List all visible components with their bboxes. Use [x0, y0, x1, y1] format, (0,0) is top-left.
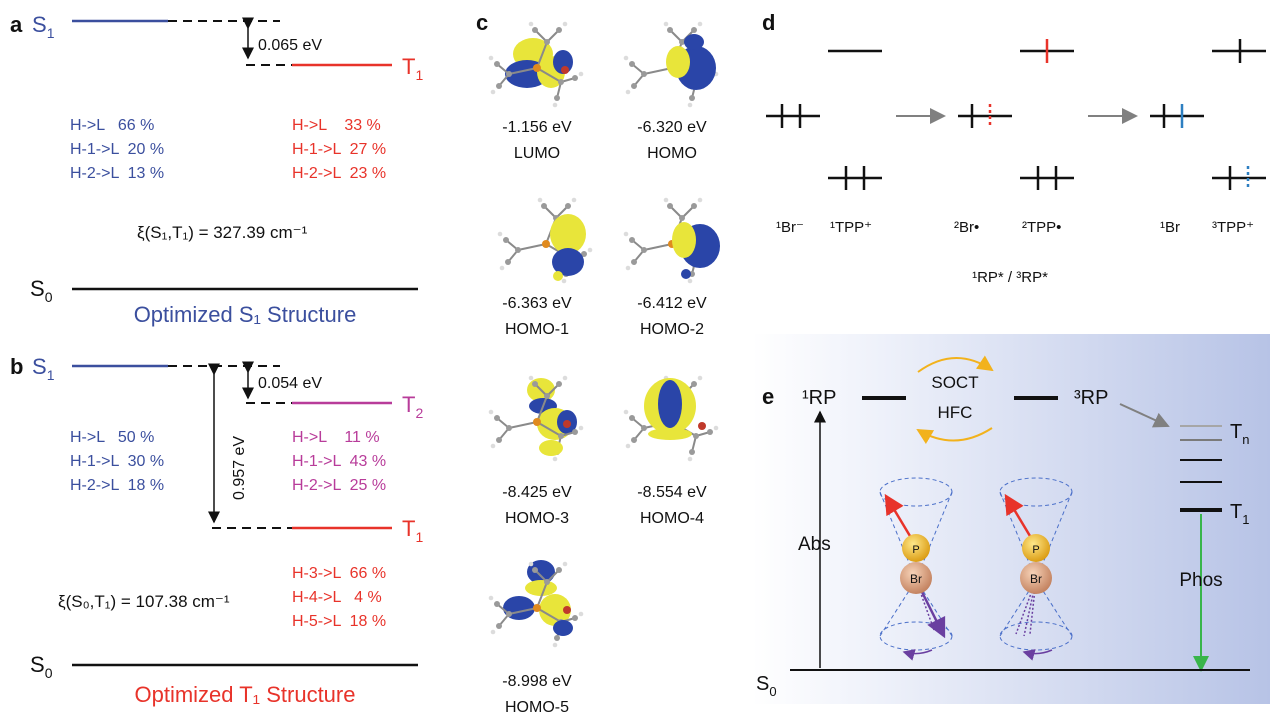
orbital-energy: -6.412 eV	[637, 295, 707, 312]
atom-br-label: Br	[910, 572, 922, 586]
panel-a-s0-label: S0	[30, 276, 53, 305]
orbital-energy: -1.156 eV	[502, 119, 572, 136]
soct-label: SOCT	[931, 373, 978, 392]
panel-b-s0-label: S0	[30, 652, 53, 681]
rp-label: ¹RP* / ³RP*	[972, 269, 1048, 286]
transition-row: H-2->L 23 %	[292, 165, 386, 182]
s0-label: S0	[756, 673, 777, 699]
transition-row: H->L 11 %	[292, 429, 380, 446]
orbital-homo-2-image	[622, 196, 720, 285]
transition-row: H-2->L 25 %	[292, 477, 386, 494]
transition-row: H-1->L 43 %	[292, 453, 386, 470]
orbital-energy: -6.363 eV	[502, 295, 572, 312]
panel-b-s1-transitions: H->L 50 % H-1->L 30 % H-2->L 18 %	[70, 429, 164, 494]
soct-arrow	[917, 355, 994, 373]
atom-p-label: P	[912, 544, 919, 556]
transition-row: H->L 33 %	[292, 117, 381, 134]
rp1-label: ¹RP	[802, 387, 836, 409]
panel-a-t1-label: T1	[402, 54, 423, 83]
transition-row: H-1->L 30 %	[70, 453, 164, 470]
hfc-arrow	[916, 427, 993, 445]
orbital-levels	[766, 39, 1266, 190]
panel-a-gap: 0.065 eV	[258, 37, 322, 54]
species-label: ²Br•	[954, 219, 979, 236]
panel-a-s1-label: S1	[32, 12, 55, 41]
panel-e-label: e	[762, 384, 774, 409]
orbital-name: HOMO-4	[640, 510, 704, 527]
transition-row: H-1->L 20 %	[70, 141, 164, 158]
phos-label: Phos	[1179, 570, 1222, 591]
spin-cone-left: P Br	[879, 477, 953, 661]
orbital-homo-3-image	[487, 374, 585, 463]
panel-b-soc: ξ(S₀,T₁) = 107.38 cm⁻¹	[58, 592, 230, 611]
tn-label: Tn	[1230, 421, 1249, 447]
transition-row: H->L 66 %	[70, 117, 154, 134]
panel-b-gap-large: 0.957 eV	[231, 436, 248, 500]
panel-a-title: Optimized S₁ Structure	[134, 302, 357, 327]
isc-arrow	[1119, 403, 1170, 428]
panel-c: c	[476, 10, 720, 716]
orbital-name: HOMO-3	[505, 510, 569, 527]
orbital-lumo-image	[487, 20, 585, 109]
species-label: ²TPP•	[1022, 219, 1061, 236]
panel-b-title: Optimized T₁ Structure	[135, 682, 356, 707]
orbital-labels: -1.156 eV LUMO -6.320 eV HOMO -6.363 eV …	[502, 119, 707, 716]
orbital-name: HOMO	[647, 145, 697, 162]
transition-row: H-2->L 18 %	[70, 477, 164, 494]
panel-b-label: b	[10, 354, 23, 379]
abs-label: Abs	[798, 534, 831, 555]
spin-cone-right: P Br	[999, 477, 1073, 661]
orbital-homo-5-image	[487, 560, 585, 649]
species-label: ¹Br	[1160, 219, 1180, 236]
transition-row: H-3->L 66 %	[292, 565, 386, 582]
orbital-energy: -6.320 eV	[637, 119, 707, 136]
panel-b-t2-transitions: H->L 11 % H-1->L 43 % H-2->L 25 %	[292, 429, 386, 494]
panel-d: d ¹Br⁻ ¹TPP⁺ ²Br• ²TPP• ¹Br ³TPP⁺	[762, 10, 1266, 286]
species-label: ¹TPP⁺	[830, 219, 872, 236]
transition-row: H-4->L 4 %	[292, 589, 382, 606]
hfc-label: HFC	[938, 403, 973, 422]
transition-row: H-5->L 18 %	[292, 613, 386, 630]
panel-b-t2-label: T2	[402, 392, 423, 421]
panel-e: e Abs ¹RP ³RP SOCT HFC Tn T1 Phos S0	[752, 334, 1270, 704]
panel-d-label: d	[762, 10, 775, 35]
panel-c-label: c	[476, 10, 488, 35]
orbital-name: HOMO-5	[505, 699, 569, 716]
transition-row: H-2->L 13 %	[70, 165, 164, 182]
orbital-homo-4-image	[622, 374, 720, 463]
orbital-energy: -8.554 eV	[637, 484, 707, 501]
triplet-manifold	[1180, 425, 1222, 512]
panel-b-gap-small: 0.054 eV	[258, 375, 322, 392]
panel-b-s1-label: S1	[32, 354, 55, 383]
panel-a-soc: ξ(S₁,T₁) = 327.39 cm⁻¹	[137, 223, 308, 242]
atom-p-label: P	[1032, 544, 1039, 556]
species-labels: ¹Br⁻ ¹TPP⁺ ²Br• ²TPP• ¹Br ³TPP⁺	[776, 219, 1254, 236]
panel-b: b S1 0.054 eV T2 0.957 eV T1 H->L 50 % H…	[10, 354, 423, 707]
orbital-name: HOMO-2	[640, 321, 704, 338]
orbital-homo-image	[622, 20, 720, 109]
orbital-energy: -8.425 eV	[502, 484, 572, 501]
t1-label: T1	[1230, 501, 1249, 527]
orbital-homo-1-image	[496, 196, 594, 285]
panel-a: a S1 0.065 eV T1 H->L 66 % H-1->L 20 % H…	[10, 12, 423, 327]
panel-a-label: a	[10, 12, 23, 37]
panel-b-t1-label: T1	[402, 516, 423, 545]
orbital-name: LUMO	[514, 145, 560, 162]
species-label: ¹Br⁻	[776, 219, 804, 236]
species-label: ³TPP⁺	[1212, 219, 1254, 236]
rp3-label: ³RP	[1074, 387, 1108, 409]
atom-br-label: Br	[1030, 572, 1042, 586]
transition-row: H-1->L 27 %	[292, 141, 386, 158]
panel-a-t1-transitions: H->L 33 % H-1->L 27 % H-2->L 23 %	[292, 117, 386, 182]
panel-a-s1-transitions: H->L 66 % H-1->L 20 % H-2->L 13 %	[70, 117, 164, 182]
orbital-energy: -8.998 eV	[502, 673, 572, 690]
panel-b-t1-transitions: H-3->L 66 % H-4->L 4 % H-5->L 18 %	[292, 565, 386, 630]
transition-row: H->L 50 %	[70, 429, 154, 446]
orbital-name: HOMO-1	[505, 321, 569, 338]
